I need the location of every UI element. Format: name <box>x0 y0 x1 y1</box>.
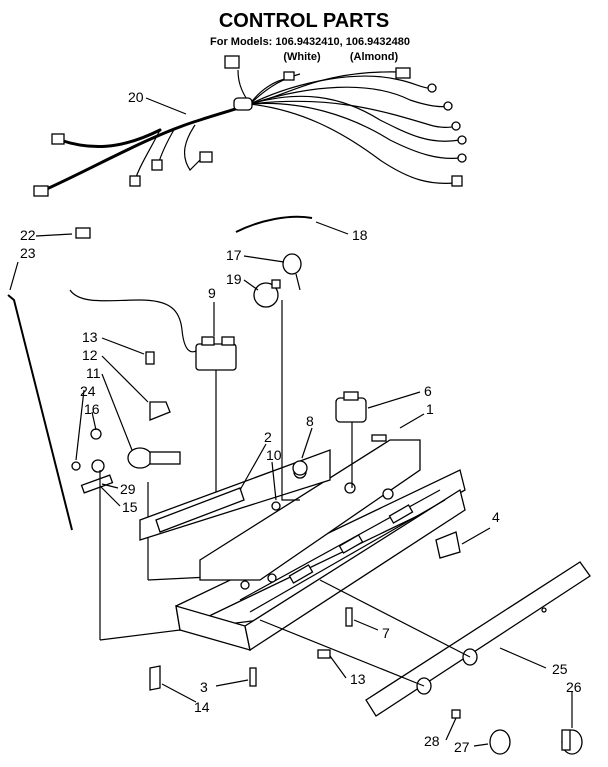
callout-28: 28 <box>424 733 440 749</box>
wiring-harness <box>33 55 467 197</box>
callout-3: 3 <box>200 679 208 695</box>
thermostat <box>69 289 237 505</box>
callout-19: 19 <box>226 271 242 287</box>
callout-9: 9 <box>208 285 216 301</box>
callout-23: 23 <box>20 245 36 261</box>
callout-14: 14 <box>194 699 210 715</box>
callout-27: 27 <box>454 739 470 755</box>
callout-22: 22 <box>20 227 36 243</box>
color-white: (White) <box>283 51 321 63</box>
housing-mounted-parts <box>155 391 461 559</box>
linkage-parts <box>71 351 261 641</box>
models-line: For Models: 106.9432410, 106.9432480 <box>210 36 410 48</box>
callout-25: 25 <box>552 661 568 677</box>
callout-20: 20 <box>128 89 144 105</box>
callout-18: 18 <box>352 227 368 243</box>
callout-13: 13 <box>82 329 98 345</box>
color-almond: (Almond) <box>350 51 399 63</box>
callout-1: 1 <box>426 401 434 417</box>
callout-29: 29 <box>120 481 136 497</box>
callout-15: 15 <box>122 499 138 515</box>
front-trim-panel <box>259 561 591 717</box>
callout-numbers: 20 22 23 18 17 19 9 13 12 11 24 16 29 15… <box>20 89 582 755</box>
callout-13-lower: 13 <box>350 671 366 687</box>
callout-7: 7 <box>382 625 390 641</box>
callout-10: 10 <box>266 447 282 463</box>
callout-17: 17 <box>226 247 242 263</box>
callout-6: 6 <box>424 383 432 399</box>
light-assembly <box>235 215 313 308</box>
damper-rod <box>7 227 91 531</box>
callout-26: 26 <box>566 679 582 695</box>
callout-4: 4 <box>492 509 500 525</box>
callout-11: 11 <box>86 365 101 381</box>
callout-2: 2 <box>264 429 272 445</box>
callout-leaders <box>9 97 573 747</box>
knobs-and-fasteners <box>149 607 583 755</box>
callout-16: 16 <box>84 401 100 417</box>
callout-12: 12 <box>82 347 98 363</box>
callout-24: 24 <box>80 383 96 399</box>
diagram-title: CONTROL PARTS <box>219 10 389 32</box>
callout-8: 8 <box>306 413 314 429</box>
